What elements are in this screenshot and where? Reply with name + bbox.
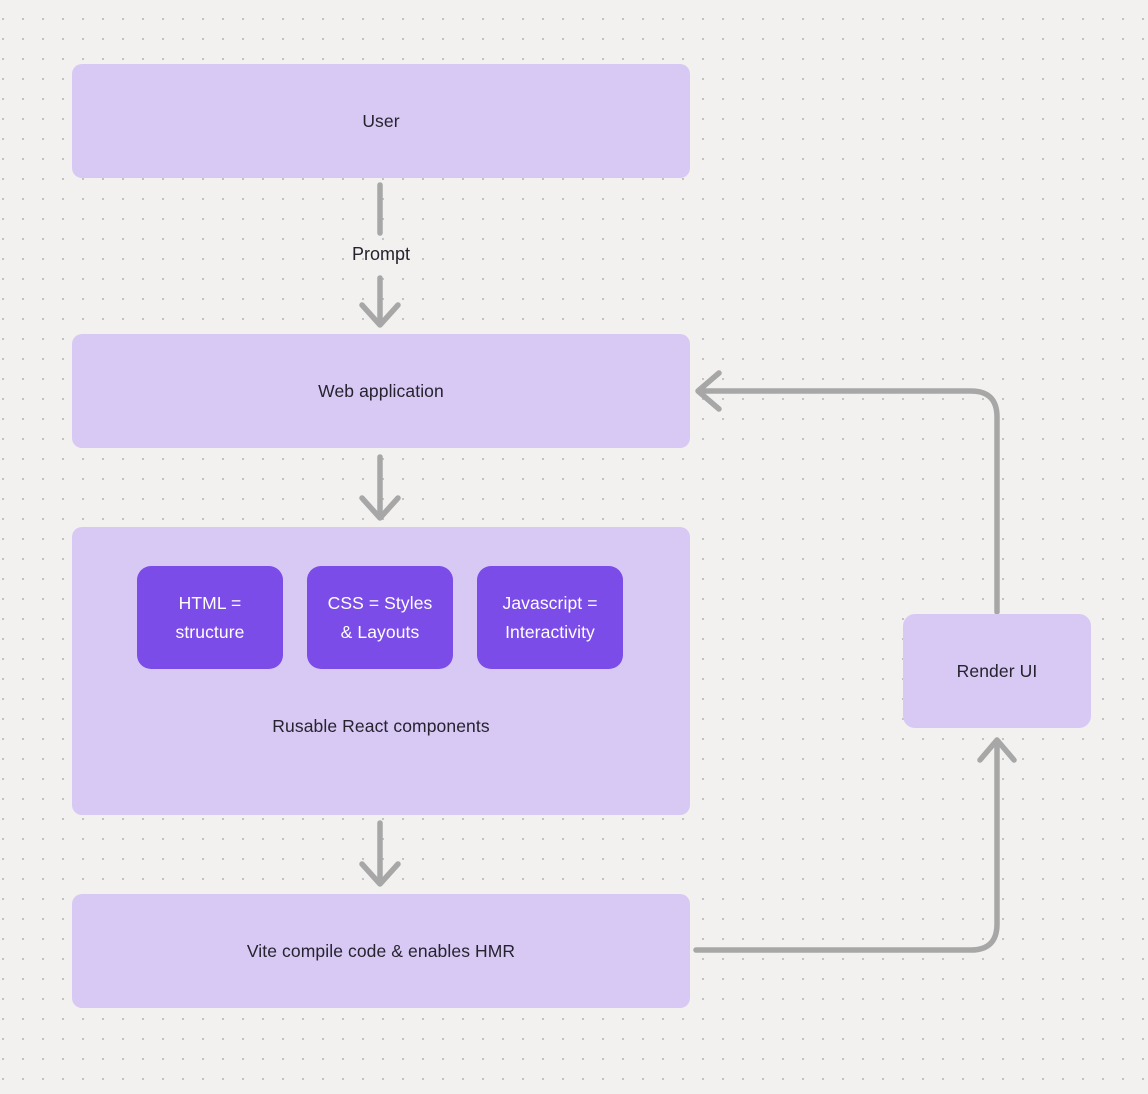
arrow-left-icon (695, 370, 722, 412)
group-react-components-caption: Rusable React components (272, 716, 490, 736)
node-render-ui[interactable]: Render UI (903, 614, 1091, 728)
node-javascript[interactable]: Javascript = Interactivity (477, 566, 623, 669)
arrow-up-icon (977, 737, 1017, 763)
connector-vite-render-ui (693, 743, 1000, 953)
connector-render-ui-web-app (700, 388, 1000, 615)
arrow-down-icon (359, 861, 401, 887)
edge-label-prompt: Prompt (351, 244, 411, 264)
arrow-down-icon (359, 302, 401, 328)
node-render-ui-label: Render UI (956, 660, 1038, 681)
node-user[interactable]: User (72, 64, 690, 178)
node-javascript-label: Javascript = Interactivity (502, 592, 598, 642)
arrow-down-icon (359, 495, 401, 521)
node-web-application[interactable]: Web application (72, 334, 690, 448)
node-vite-label: Vite compile code & enables HMR (246, 940, 516, 961)
node-web-application-label: Web application (318, 380, 444, 401)
node-css[interactable]: CSS = Styles & Layouts (307, 566, 453, 669)
node-user-label: User (362, 110, 400, 131)
node-vite[interactable]: Vite compile code & enables HMR (72, 894, 690, 1008)
node-html[interactable]: HTML = structure (137, 566, 283, 669)
group-react-components[interactable]: HTML = structure CSS = Styles & Layouts … (72, 527, 690, 815)
node-html-label: HTML = structure (175, 592, 245, 642)
node-css-label: CSS = Styles & Layouts (327, 592, 433, 642)
